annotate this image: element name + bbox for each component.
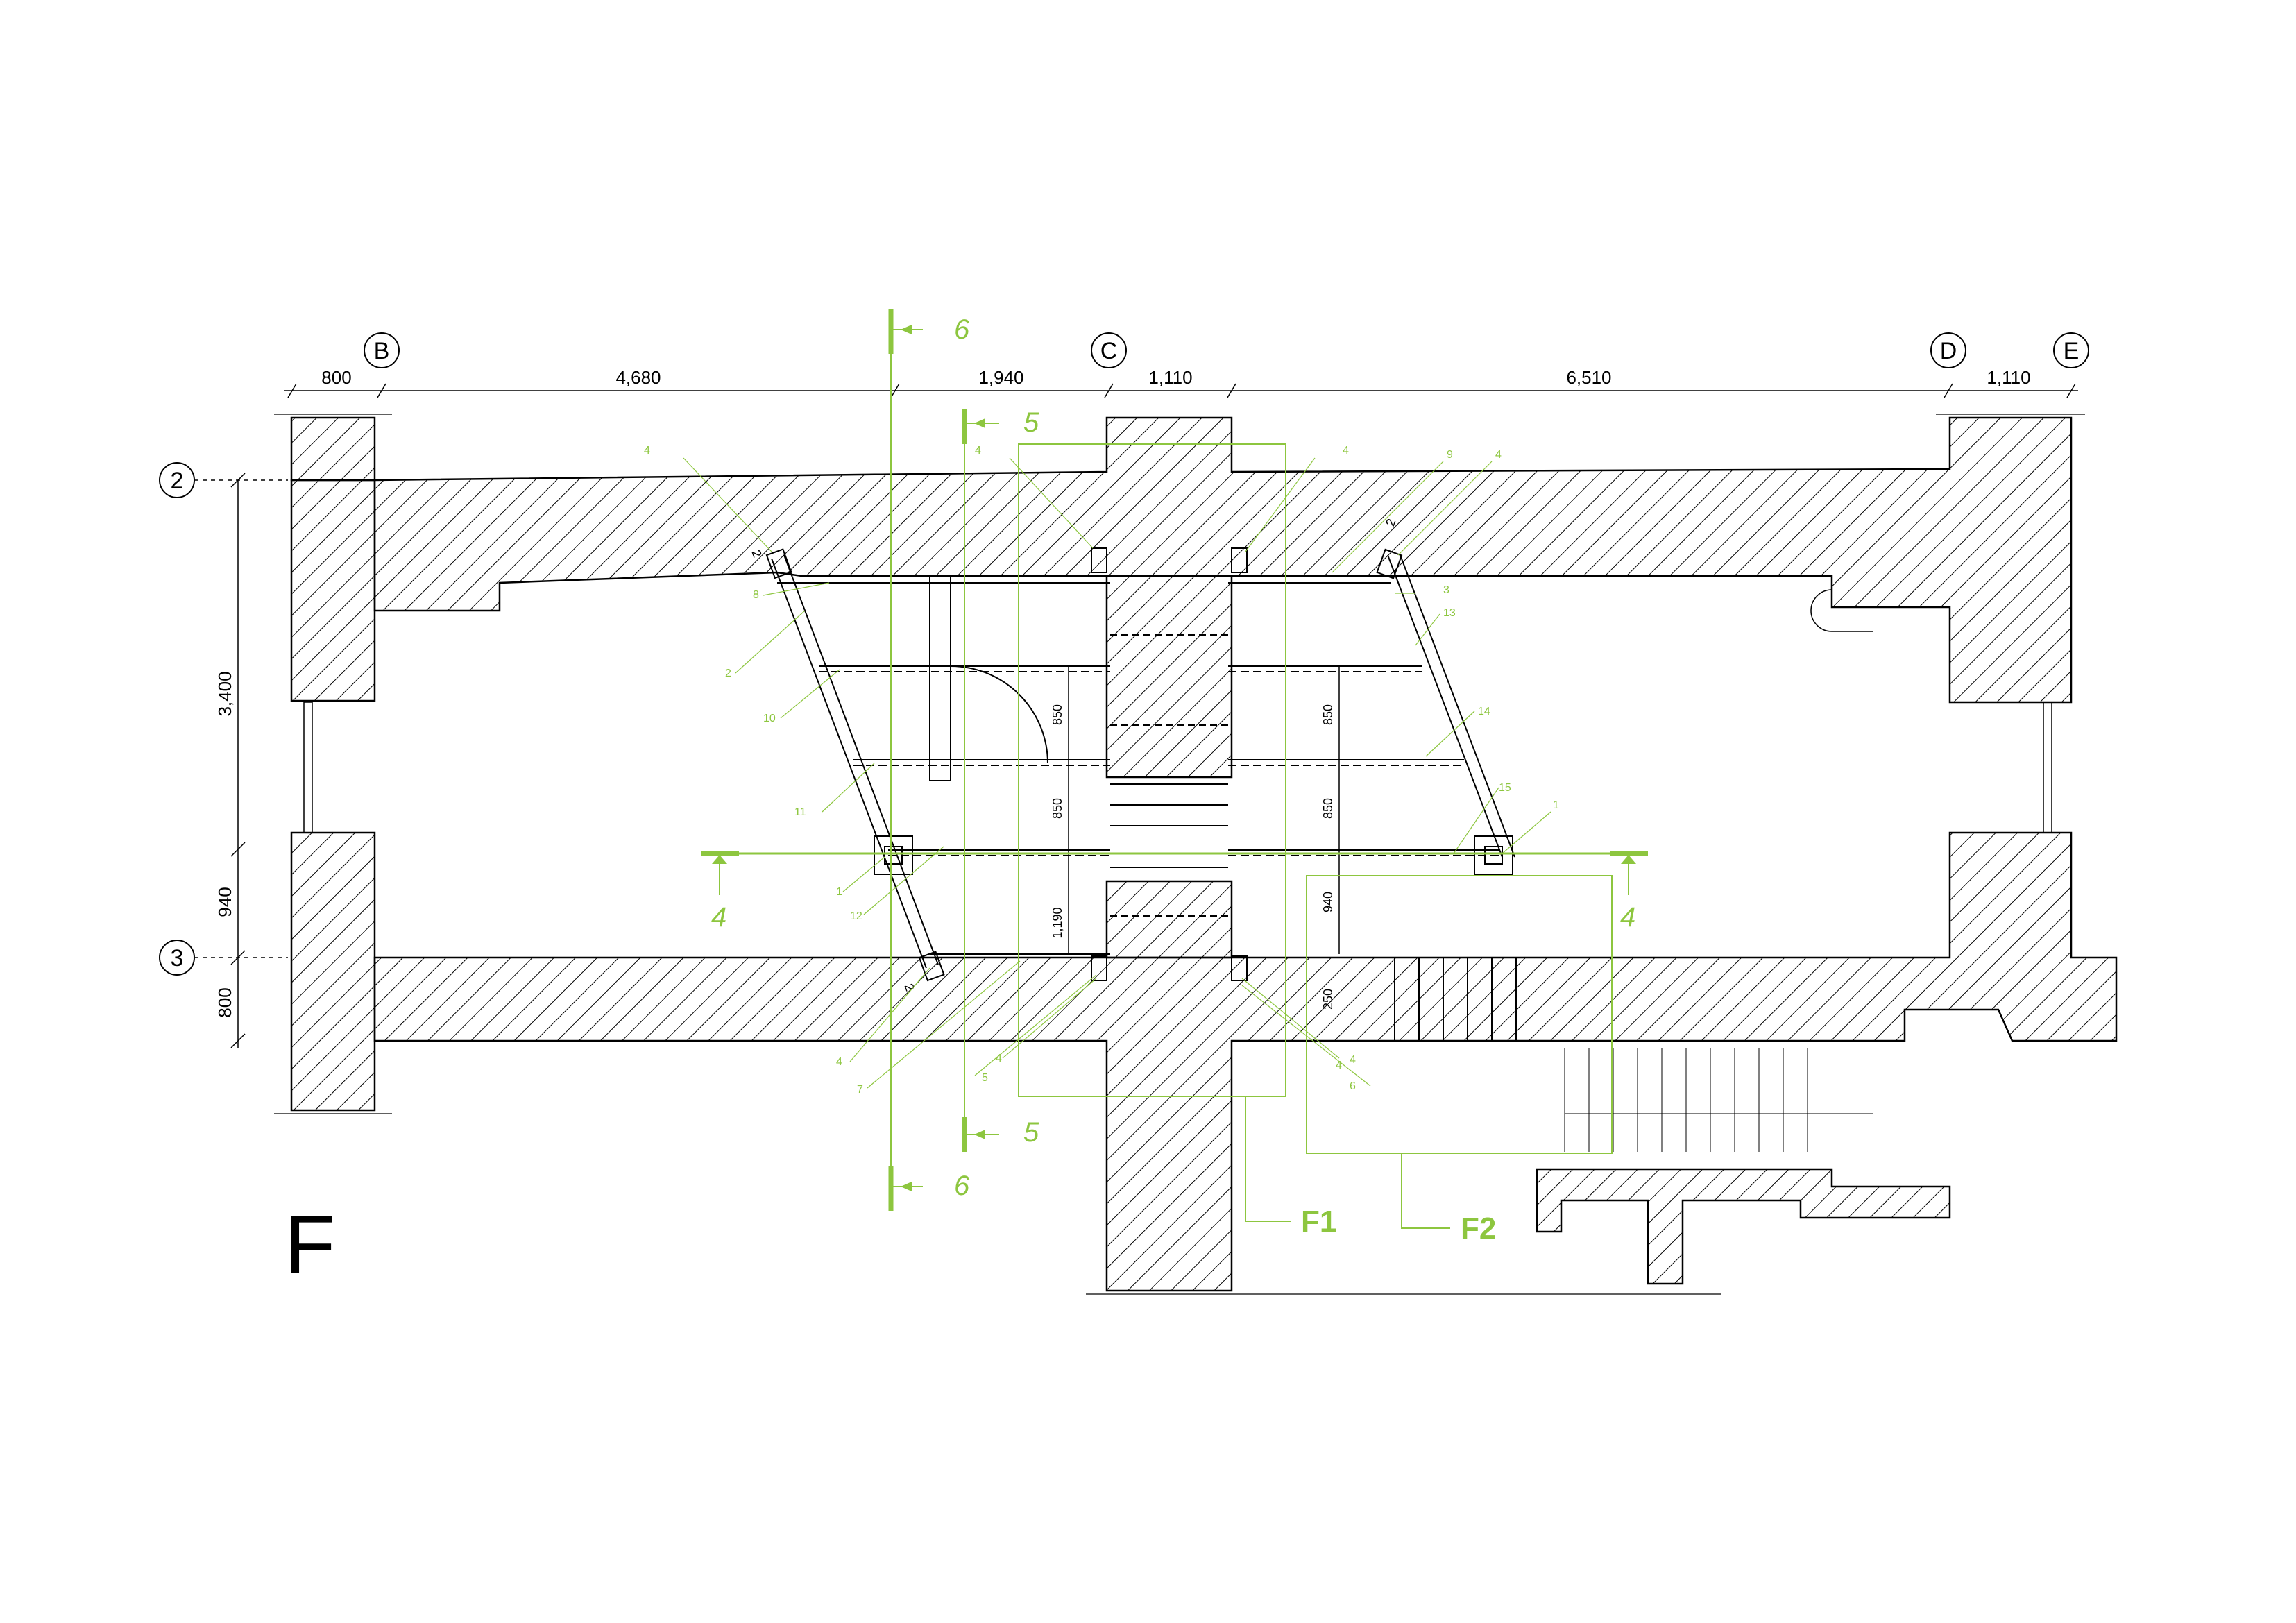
callout-23: 6 xyxy=(1350,1080,1356,1092)
section-label-6-top: 6 xyxy=(954,314,970,345)
dim-int-3: 1,190 xyxy=(1051,907,1064,938)
grid-axis-2: 2 xyxy=(159,462,195,498)
callout-4: 10 xyxy=(763,713,776,724)
callout-13: 4 xyxy=(1343,445,1349,457)
callout-19: 14 xyxy=(1478,706,1490,717)
callout-6: 1 xyxy=(836,886,842,898)
dim-top-1: 800 xyxy=(321,367,351,388)
callout-10: 4 xyxy=(996,1053,1002,1064)
break-lines xyxy=(274,414,2085,1295)
section-arrows xyxy=(712,325,1636,1191)
wall-top xyxy=(373,416,2073,704)
interior-dimensions: 850 850 1,190 850 850 940 250 2 2 2 xyxy=(749,517,1399,1010)
detail-label-F1: F1 xyxy=(1301,1205,1336,1239)
section-labels: 6 6 5 5 4 4 F1 F2 xyxy=(711,314,1635,1246)
sheet-letter: F xyxy=(284,1198,335,1291)
dim-left-1: 3,400 xyxy=(214,671,235,716)
wall-core-top xyxy=(1105,575,1233,779)
callout-17: 3 xyxy=(1443,584,1449,596)
svg-text:3: 3 xyxy=(171,945,184,971)
wall-bottom xyxy=(373,831,2118,1292)
section-label-5-top: 5 xyxy=(1023,407,1039,438)
callout-12: 4 xyxy=(975,445,981,457)
dim-left-3: 800 xyxy=(214,987,235,1017)
callout-3: 2 xyxy=(725,668,731,679)
callout-7: 12 xyxy=(850,910,862,922)
section-label-4-left: 4 xyxy=(711,902,726,933)
windows xyxy=(303,702,2052,833)
walls xyxy=(290,416,2118,1292)
grid-axes: B C D E 2 3 xyxy=(159,332,2089,976)
dim-int-7: 250 xyxy=(1321,989,1335,1010)
grid-axis-C: C xyxy=(1091,332,1127,368)
grid-axis-3: 3 xyxy=(159,940,195,976)
wall-left-column-top xyxy=(290,416,376,482)
dim-int-4: 850 xyxy=(1321,704,1335,725)
section-label-5-bottom: 5 xyxy=(1023,1117,1039,1148)
svg-text:D: D xyxy=(1940,338,1957,364)
callout-11: 5 xyxy=(982,1072,988,1084)
callout-9: 7 xyxy=(857,1084,863,1096)
dim-int-2: 850 xyxy=(1051,798,1064,819)
wall-left-column-bottom xyxy=(290,831,376,1112)
grid-axis-E: E xyxy=(2053,332,2089,368)
svg-text:C: C xyxy=(1100,338,1118,364)
detail-label-F2: F2 xyxy=(1461,1212,1496,1246)
dim-top-4: 1,110 xyxy=(1148,367,1192,388)
callout-2: 8 xyxy=(753,589,759,601)
dim-int-5: 850 xyxy=(1321,798,1335,819)
callout-1: 4 xyxy=(644,445,650,457)
top-dimension-chain: 800 4,680 1,940 1,110 6,510 1,110 xyxy=(284,367,2078,398)
svg-text:B: B xyxy=(374,338,390,364)
dim-int-1: 850 xyxy=(1051,704,1064,725)
dim-top-3: 1,940 xyxy=(978,367,1023,388)
callout-22: 4 xyxy=(1336,1060,1342,1071)
callouts: 4 8 2 10 11 1 12 4 7 4 5 4 4 4 9 4 3 13 … xyxy=(644,445,1559,1096)
section-label-4-right: 4 xyxy=(1620,902,1635,933)
svg-text:E: E xyxy=(2064,338,2080,364)
dim-top-2: 4,680 xyxy=(615,367,661,388)
callout-5: 11 xyxy=(794,806,806,818)
dim-top-6: 1,110 xyxy=(1987,367,2030,388)
wall-left-column xyxy=(290,479,376,702)
wall-core-bottom xyxy=(1105,880,1233,959)
callout-16: 4 xyxy=(1495,449,1502,461)
callout-18: 13 xyxy=(1443,607,1456,619)
callout-20: 15 xyxy=(1499,782,1511,794)
section-lines xyxy=(683,309,1648,1229)
dim-left-2: 940 xyxy=(214,887,235,917)
left-dimension-chain: 3,400 940 800 xyxy=(194,473,288,1048)
grid-axis-B: B xyxy=(364,332,400,368)
steel-frame xyxy=(765,547,1873,1152)
dim-int-6: 940 xyxy=(1321,892,1335,912)
callout-14: 4 xyxy=(1350,1054,1356,1066)
callout-15: 9 xyxy=(1447,449,1453,461)
section-label-6-bottom: 6 xyxy=(954,1171,970,1201)
wall-stair-lower xyxy=(1536,1168,1951,1285)
svg-text:2: 2 xyxy=(171,468,184,494)
callout-8: 4 xyxy=(836,1056,842,1068)
grid-axis-D: D xyxy=(1930,332,1966,368)
callout-21: 1 xyxy=(1553,799,1559,811)
dim-top-5: 6,510 xyxy=(1566,367,1611,388)
